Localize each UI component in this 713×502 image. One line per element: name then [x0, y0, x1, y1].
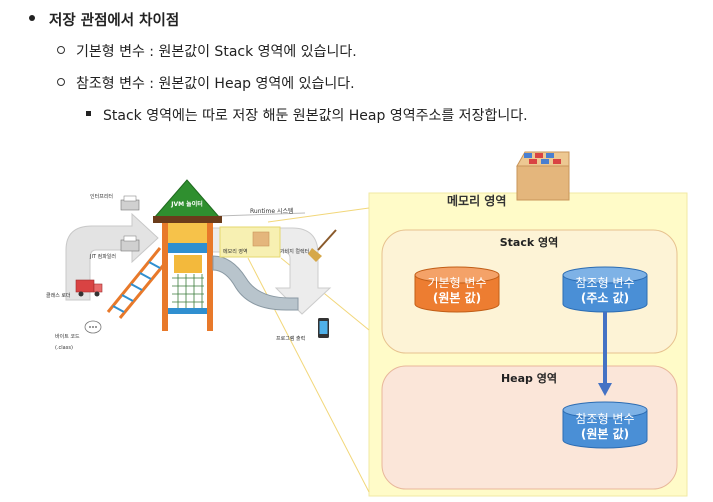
heap-cyl-label: 참조형 변수 — [575, 412, 634, 426]
tower-panel — [174, 255, 202, 273]
runtime-divider — [217, 212, 306, 217]
section-heading: 저장 관점에서 차이점 — [49, 13, 180, 29]
memory-box-icon — [516, 151, 570, 201]
memory-box-mini-icon — [252, 231, 270, 247]
flow-arrow-shape — [65, 212, 159, 301]
playground-memory-label: 메모리 영역 — [223, 248, 248, 255]
roof-eave — [153, 216, 222, 223]
tower-post — [207, 223, 213, 331]
heap-cyl-sublabel: (원본 값) — [581, 427, 629, 441]
broom-icon — [317, 229, 337, 251]
program-output-label: 프로그램 출력 — [276, 335, 305, 342]
zoom-guide-line — [267, 207, 370, 223]
interpreter-icon — [120, 195, 140, 211]
bytecode-ext-label: (.class) — [55, 345, 73, 351]
broom-head — [308, 248, 322, 262]
reference-arrowhead — [598, 383, 612, 396]
stack-area-title: Stack 영역 — [500, 235, 559, 249]
phone-icon — [318, 318, 329, 338]
interpreter-label: 인터프리터 — [90, 193, 113, 200]
list-item-primitive: 기본형 변수 : 원본값이 Stack 영역에 있습니다. — [76, 44, 357, 60]
roof-label: JVM 놀이터 — [170, 200, 203, 208]
tower-floor — [168, 243, 207, 253]
reference-cyl-sublabel: (주소 값) — [581, 291, 629, 305]
list-item-reference-detail: Stack 영역에는 따로 저장 해둔 원본값의 Heap 영역주소를 저장합니… — [103, 108, 528, 124]
runtime-label: Runtime 시스템 — [250, 208, 294, 215]
bullet-dot — [29, 15, 35, 21]
list-item-reference: 참조형 변수 : 원본값이 Heap 영역에 있습니다. — [76, 76, 355, 92]
tower-post — [162, 223, 168, 331]
primitive-variable-cylinder: 기본형 변수 (원본 값) — [414, 266, 500, 313]
speech-bubble-icon — [84, 320, 102, 334]
bullet-ring — [57, 78, 65, 86]
tower-panel — [168, 223, 207, 243]
stairs — [106, 247, 168, 319]
reference-variable-cylinder-stack: 참조형 변수 (주소 값) — [562, 266, 648, 313]
gc-label: 가비지 컬렉터 — [280, 248, 309, 255]
heap-area-title: Heap 영역 — [501, 371, 557, 385]
reference-cyl-label: 참조형 변수 — [575, 276, 634, 290]
primitive-cyl-label: 기본형 변수 — [427, 276, 486, 290]
bullet-ring — [57, 46, 65, 54]
heap-area — [381, 365, 678, 490]
playground-memory-box — [219, 226, 281, 258]
slide — [212, 255, 299, 311]
tower-floor — [168, 308, 207, 314]
climbing-net — [172, 274, 204, 308]
primitive-cyl-sublabel: (원본 값) — [433, 291, 481, 305]
bytecode-label: 바이트 코드 — [55, 333, 80, 340]
roof-icon — [152, 179, 222, 219]
jvm-playground-illustration: Runtime 시스템 JVM 놀이터 — [46, 179, 337, 351]
class-loader-truck-icon — [75, 279, 103, 297]
jit-label: JIT 컴파일러 — [89, 253, 116, 260]
jit-compiler-icon — [120, 235, 140, 252]
bullet-square — [86, 111, 91, 116]
reference-variable-cylinder-heap: 참조형 변수 (원본 값) — [562, 401, 648, 449]
memory-area-title: 메모리 영역 — [447, 193, 506, 208]
class-loader-label: 클래스 로더 — [46, 292, 71, 299]
